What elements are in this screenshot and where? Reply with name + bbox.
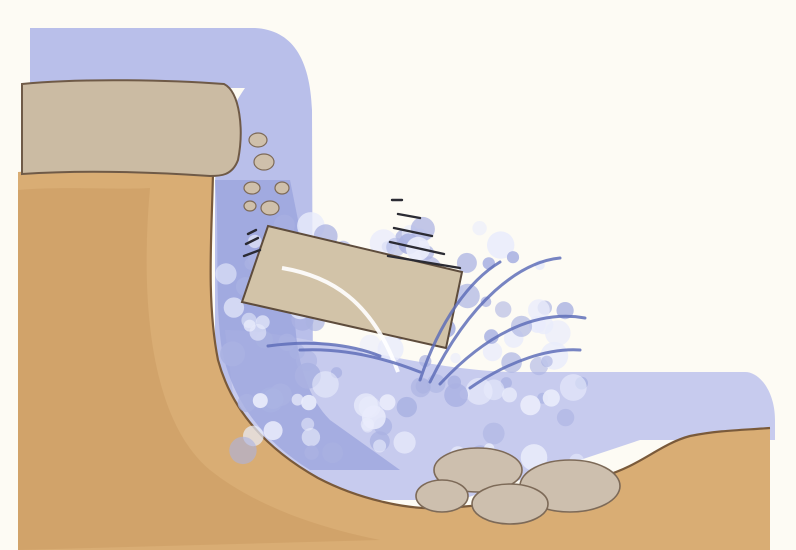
splash-line — [298, 348, 422, 374]
splash-line — [468, 348, 582, 390]
splash-line — [266, 341, 382, 358]
foam-bubble — [301, 394, 317, 411]
motion-line — [246, 228, 258, 236]
cobble — [471, 483, 549, 525]
pebble — [274, 181, 290, 195]
foam-bubble — [304, 445, 319, 460]
foam-bubble — [393, 431, 416, 454]
splash-line — [428, 256, 562, 384]
motion-line — [396, 212, 422, 220]
pebble — [253, 153, 275, 171]
foam-bubble — [484, 329, 499, 344]
foam-bubble — [396, 396, 417, 418]
foam-bubble — [482, 341, 503, 362]
cobble — [433, 447, 523, 493]
foam-bubble — [520, 444, 548, 471]
bank-outline — [209, 171, 771, 510]
foam-bubble — [410, 377, 431, 398]
foam-bubble — [215, 263, 237, 285]
foam-bubble — [556, 408, 575, 427]
motion-line — [244, 236, 260, 246]
foam-bubble — [301, 417, 315, 431]
falling-pebbles — [243, 132, 290, 216]
motion-line — [388, 240, 446, 256]
motion-line — [392, 226, 434, 238]
pebble — [243, 181, 261, 195]
pebble — [243, 200, 257, 212]
foam-bubble — [263, 421, 283, 441]
splash-droplets-icon — [266, 256, 587, 390]
foam-bubble — [278, 333, 296, 351]
foam-bubble — [542, 389, 560, 407]
foam-bubble — [487, 231, 515, 259]
foam-bubble — [444, 383, 468, 407]
foam-bubble — [520, 395, 541, 416]
plunge-pool-cobbles-icon — [415, 447, 621, 525]
foam-bubble — [220, 341, 246, 367]
foam-bubble — [506, 251, 520, 264]
foam-bubble — [541, 355, 553, 368]
foam-bubble — [223, 297, 245, 318]
foam-bubble — [559, 374, 587, 401]
foam-bubble — [229, 436, 257, 465]
foam-bubble — [482, 422, 505, 445]
foam-bubble — [480, 296, 492, 308]
foam-bubble — [296, 350, 318, 372]
foam-bubble — [528, 299, 550, 321]
foam-bubble — [373, 439, 387, 453]
foam-bubble — [545, 320, 571, 346]
motion-line — [242, 248, 262, 258]
foam-bubble — [455, 283, 480, 309]
foam-bubble — [322, 442, 343, 464]
foam-bubble — [243, 319, 256, 332]
pebble — [248, 132, 268, 148]
motion-lines-icon — [242, 198, 462, 270]
splash-line — [418, 260, 502, 382]
foam-bubble — [312, 371, 339, 398]
foam-bubble — [483, 379, 505, 401]
splash-line — [438, 314, 587, 386]
foam-bubble — [262, 388, 284, 410]
foam-bubble — [456, 252, 477, 273]
foam-bubble — [362, 405, 386, 430]
foam-bubble — [502, 387, 517, 403]
foam-bubble — [291, 393, 304, 406]
foam-bubble — [237, 393, 256, 413]
foam-bubble — [495, 301, 512, 318]
foam-bubble — [472, 221, 487, 236]
soft-rock-bank — [18, 170, 770, 550]
bank-shading — [18, 188, 380, 550]
foam-bubble — [252, 393, 268, 409]
foam-bubble — [450, 352, 461, 364]
motion-line — [386, 254, 462, 270]
foam-bubble — [301, 428, 321, 447]
foam-bubble — [379, 394, 396, 411]
resistant-cap-rock — [21, 79, 242, 178]
cobble — [415, 479, 469, 513]
pebble — [260, 200, 280, 216]
